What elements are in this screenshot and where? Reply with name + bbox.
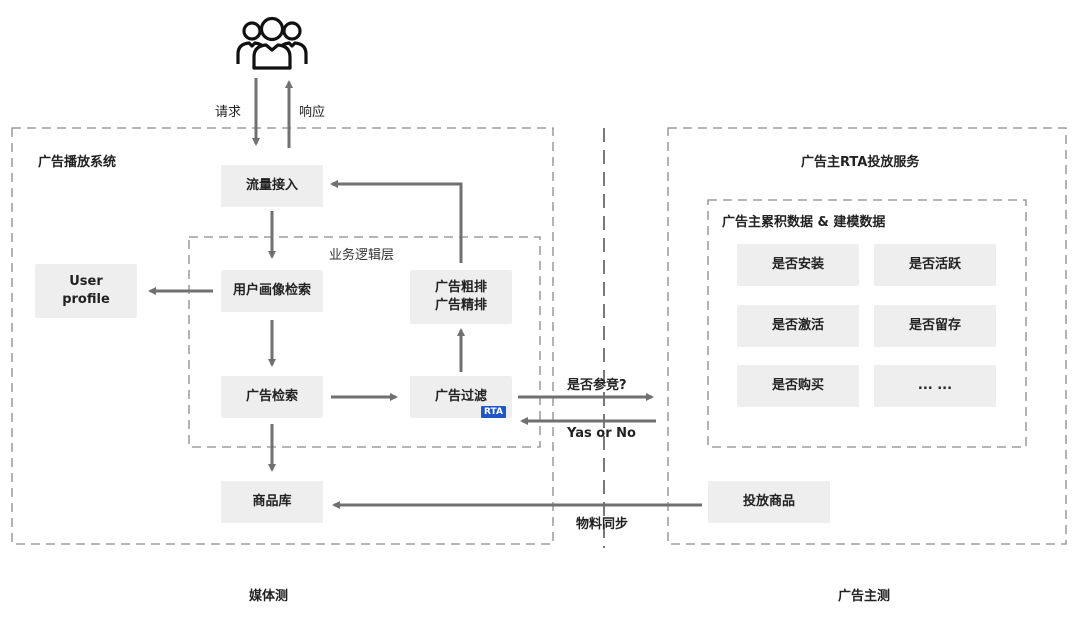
participate-label: 是否参竞? bbox=[567, 378, 627, 393]
rta-service-title: 广告主RTA投放服务 bbox=[801, 155, 920, 170]
traffic-access-node: 流量接入 bbox=[221, 165, 323, 207]
ad-ranking-node: 广告粗排 广告精排 bbox=[410, 270, 512, 324]
rta-service-border bbox=[667, 127, 1067, 545]
modeling-border bbox=[707, 199, 1027, 448]
modeling-item-more: ... ... bbox=[874, 365, 996, 407]
business-layer-label: 业务逻辑层 bbox=[329, 248, 395, 263]
modeling-item-activated: 是否激活 bbox=[737, 305, 859, 347]
yes-or-no-label: Yas or No bbox=[567, 426, 636, 441]
ad-search-node: 广告检索 bbox=[221, 376, 323, 418]
response-label: 响应 bbox=[299, 105, 326, 120]
ad-filter-node: 广告过滤 bbox=[410, 376, 512, 418]
user-profile-node: User profile bbox=[35, 264, 137, 318]
material-sync-label: 物料同步 bbox=[576, 517, 629, 532]
media-side-caption: 媒体测 bbox=[249, 589, 289, 604]
ranking-to-traffic-arrow bbox=[330, 180, 463, 263]
modeling-item-retained: 是否留存 bbox=[874, 305, 996, 347]
product-db-node: 商品库 bbox=[221, 481, 323, 523]
rta-tag: RTA bbox=[481, 406, 506, 418]
user-portrait-search-node: 用户画像检索 bbox=[221, 270, 323, 312]
deliver-product-node: 投放商品 bbox=[708, 481, 830, 523]
modeling-item-purchased: 是否购买 bbox=[737, 365, 859, 407]
users-group-icon bbox=[236, 16, 308, 70]
modeling-item-active: 是否活跃 bbox=[874, 244, 996, 286]
modeling-title: 广告主累积数据 & 建模数据 bbox=[722, 215, 886, 230]
modeling-item-installed: 是否安装 bbox=[737, 244, 859, 286]
ad-system-border bbox=[11, 127, 554, 545]
advertiser-side-caption: 广告主测 bbox=[838, 589, 891, 604]
ad-system-title: 广告播放系统 bbox=[38, 155, 117, 170]
request-label: 请求 bbox=[215, 105, 242, 120]
business-layer-border bbox=[188, 236, 541, 448]
